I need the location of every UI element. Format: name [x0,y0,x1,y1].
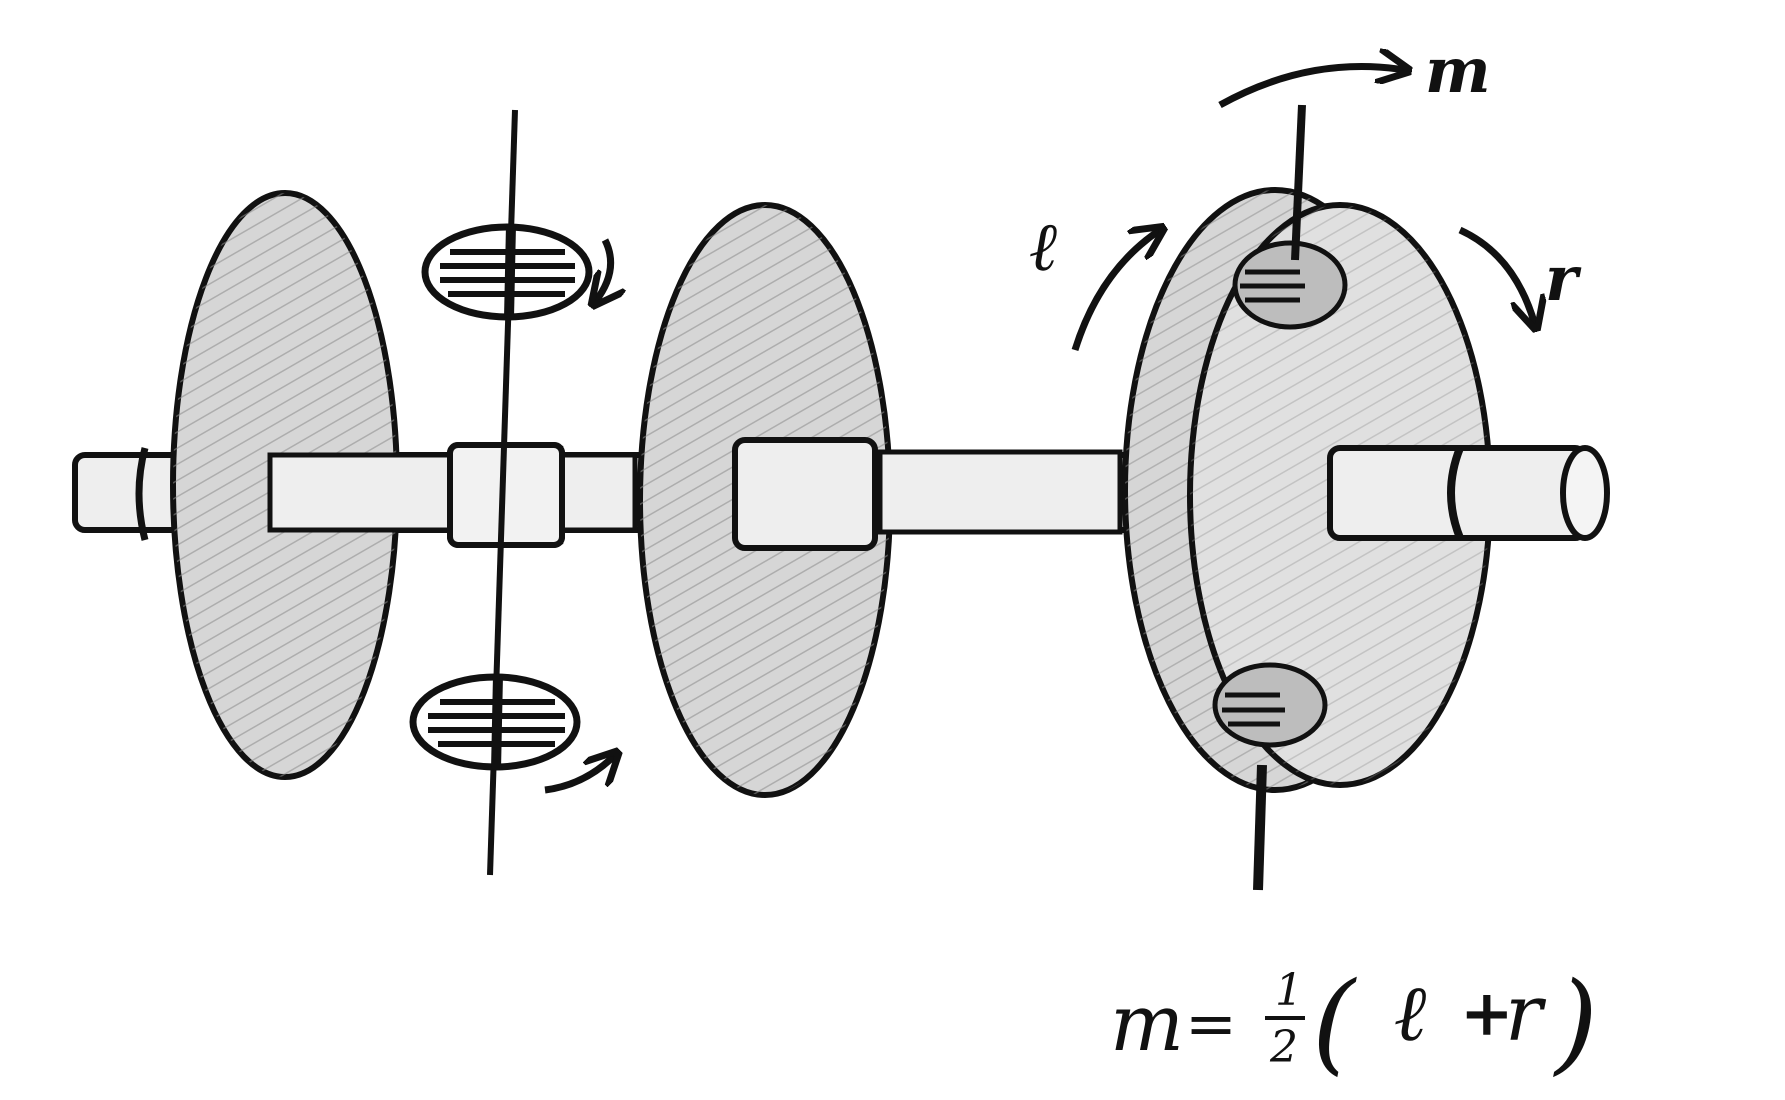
formula-open-paren: ( [1312,958,1357,1086]
formula-plus: + [1460,976,1514,1051]
formula-term-r: r [1505,969,1547,1059]
pinion-top [421,223,593,321]
label-l: ℓ [1030,207,1059,287]
shaft-right-end [1327,445,1610,541]
r-rotation-arrow [1458,226,1535,325]
formula-close-paren: ) [1553,958,1598,1086]
label-r: r [1545,242,1582,315]
formula-frac-den: 2 [1269,1022,1298,1073]
formula-frac-num: 1 [1275,965,1303,1016]
formula: m = 1 2 ( ℓ + r ) [1110,958,1598,1086]
formula-term-l: ℓ [1395,968,1428,1059]
pinion-bottom-arrow [544,755,615,794]
pinion-top-arrow [595,238,611,302]
pinion-bottom [409,673,581,771]
m-rotation-arrow [1218,67,1405,109]
formula-equals: = [1185,987,1237,1060]
label-m: m [1425,34,1491,107]
l-rotation-arrow [1071,230,1160,352]
formula-lhs: m [1110,979,1184,1069]
shaft-front-segments [267,437,1123,551]
